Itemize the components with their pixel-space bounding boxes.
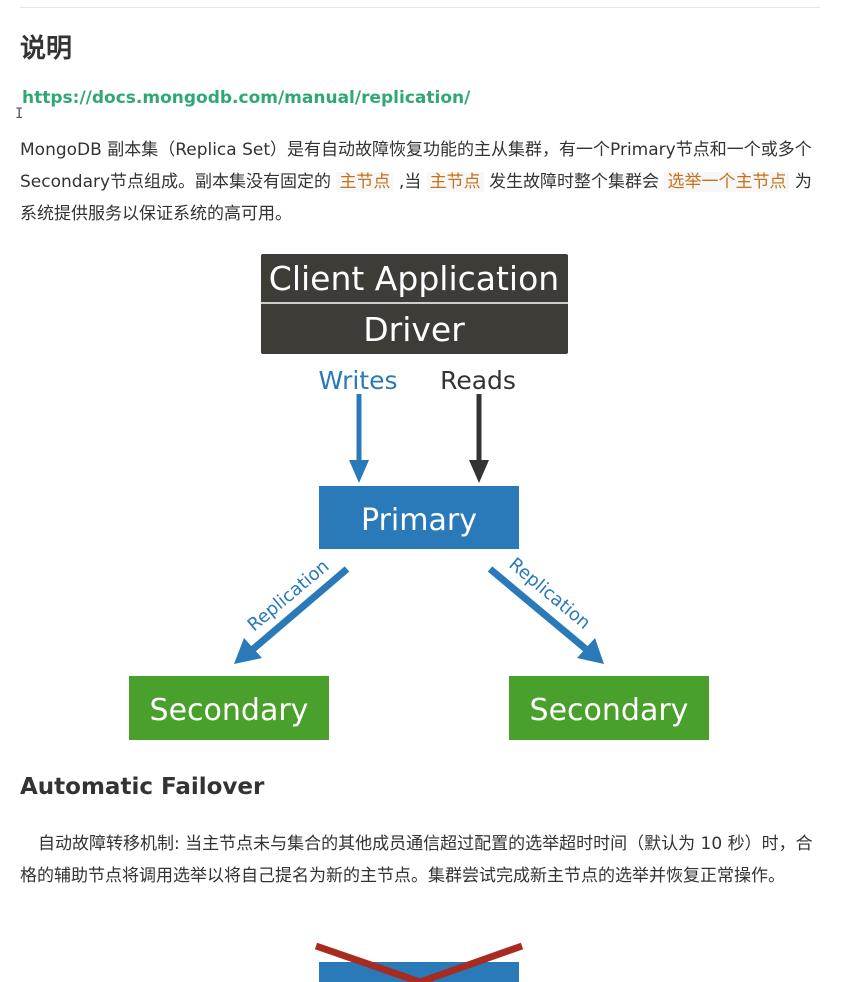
replication-arrow-right	[487, 566, 604, 664]
writes-label: Writes	[318, 366, 397, 395]
failover-paragraph: 自动故障转移机制: 当主节点未与集合的其他成员通信超过配置的选举超时时间（默认为…	[20, 834, 813, 886]
inline-code-elect-primary: 选举一个主节点	[664, 172, 790, 192]
inline-code-primary-1: 主节点	[336, 172, 394, 192]
reads-arrow	[469, 394, 489, 483]
replication-docs-link[interactable]: https://docs.mongodb.com/manual/replicat…	[22, 88, 471, 108]
intro-paragraph: MongoDB 副本集（Replica Set）是有自动故障恢复功能的主从集群，…	[20, 134, 820, 230]
replication-arrow-left	[234, 566, 350, 664]
section-heading: 说明	[20, 34, 73, 64]
intro-text-3: 发生故障时整个集群会	[483, 172, 665, 192]
secondary-node-right-box	[509, 676, 709, 740]
text-cursor-icon: I	[15, 106, 24, 122]
intro-text-1: MongoDB 副本集（Replica Set）是有自动故障恢复功能的主从集群，…	[20, 140, 812, 192]
failover-heading: Automatic Failover	[20, 774, 265, 800]
primary-label: Primary	[361, 503, 477, 538]
inline-code-primary-2: 主节点	[426, 172, 484, 192]
client-application-label: Client Application	[269, 259, 559, 298]
replica-set-diagram: Client Application Driver Writes Reads P…	[129, 254, 709, 740]
writes-arrow	[349, 394, 369, 483]
top-divider	[20, 7, 820, 8]
reads-label: Reads	[440, 366, 516, 395]
driver-label: Driver	[363, 310, 465, 349]
client-application-box	[261, 254, 568, 354]
primary-node-box	[319, 486, 519, 549]
intro-text-2: ,当	[393, 172, 427, 192]
cross-line-left	[314, 942, 422, 982]
secondary-label-left: Secondary	[150, 693, 309, 728]
failover-diagram-partial	[314, 942, 524, 982]
secondary-label-right: Secondary	[530, 693, 689, 728]
intro-text-4: 为系统提供服务以保证系统的高可用。	[20, 172, 812, 224]
secondary-node-left-box	[129, 676, 329, 740]
cross-line-right	[418, 942, 524, 982]
